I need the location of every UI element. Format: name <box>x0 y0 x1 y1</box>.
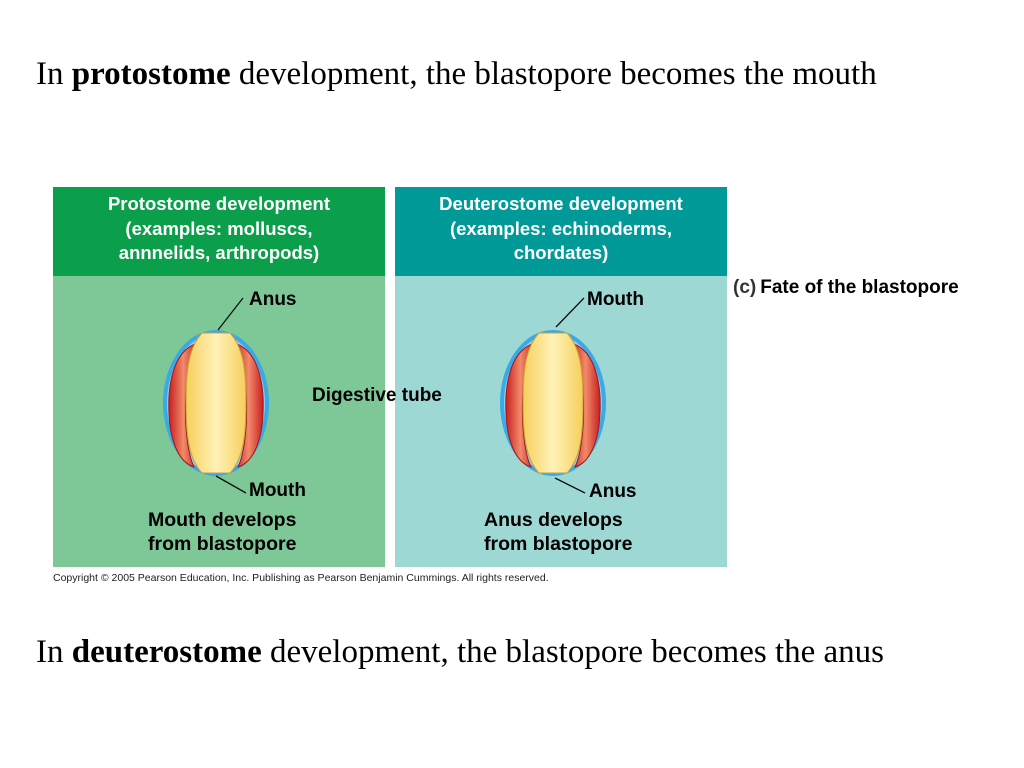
deuterostome-header-line-3: chordates) <box>513 242 609 263</box>
top-statement-emphasis: protostome <box>71 56 231 92</box>
deuterostome-caption-line-1: Anus develops <box>484 509 623 531</box>
digestive-tube-label: Digestive tube <box>312 385 442 406</box>
protostome-header: Protostome development (examples: mollus… <box>53 187 385 276</box>
deuterostome-caption: Anus develops from blastopore <box>484 508 632 556</box>
bottom-statement-suffix: development, the blastopore becomes the … <box>261 634 884 670</box>
deuterostome-header: Deuterostome development (examples: echi… <box>395 187 727 276</box>
bottom-statement-prefix: In <box>36 634 72 670</box>
proto-bottom-label: Mouth <box>249 480 306 501</box>
protostome-header-line-1: Protostome development <box>107 193 331 214</box>
copyright-notice: Copyright © 2005 Pearson Education, Inc.… <box>53 572 549 584</box>
proto-top-label: Anus <box>249 289 297 310</box>
protostome-caption-line-1: Mouth develops <box>148 509 297 531</box>
protostome-panel: Protostome development (examples: mollus… <box>53 187 385 567</box>
top-statement-suffix: development, the blastopore becomes the … <box>230 56 877 92</box>
deutero-bottom-label: Anus <box>589 481 637 502</box>
deuterostome-header-line-1: Deuterostome development <box>439 193 683 214</box>
deutero-top-label: Mouth <box>587 289 644 310</box>
bottom-statement: In deuterostome development, the blastop… <box>36 630 936 674</box>
figure-caption-letter: (c) <box>733 277 757 298</box>
deuterostome-header-line-2: (examples: echinoderms, <box>449 217 673 239</box>
protostome-header-line-3: annnelids, arthropods) <box>118 242 320 263</box>
top-statement: In protostome development, the blastopor… <box>36 52 976 96</box>
protostome-caption-line-2: from blastopore <box>148 533 297 555</box>
figure-caption: (c)Fate of the blastopore <box>733 277 959 299</box>
top-statement-prefix: In <box>36 56 72 92</box>
protostome-header-line-2: (examples: molluscs, <box>125 217 313 239</box>
figure-caption-text: Fate of the blastopore <box>760 277 959 298</box>
protostome-caption: Mouth develops from blastopore <box>148 508 296 556</box>
bottom-statement-emphasis: deuterostome <box>71 634 262 670</box>
deuterostome-caption-line-2: from blastopore <box>484 533 633 555</box>
